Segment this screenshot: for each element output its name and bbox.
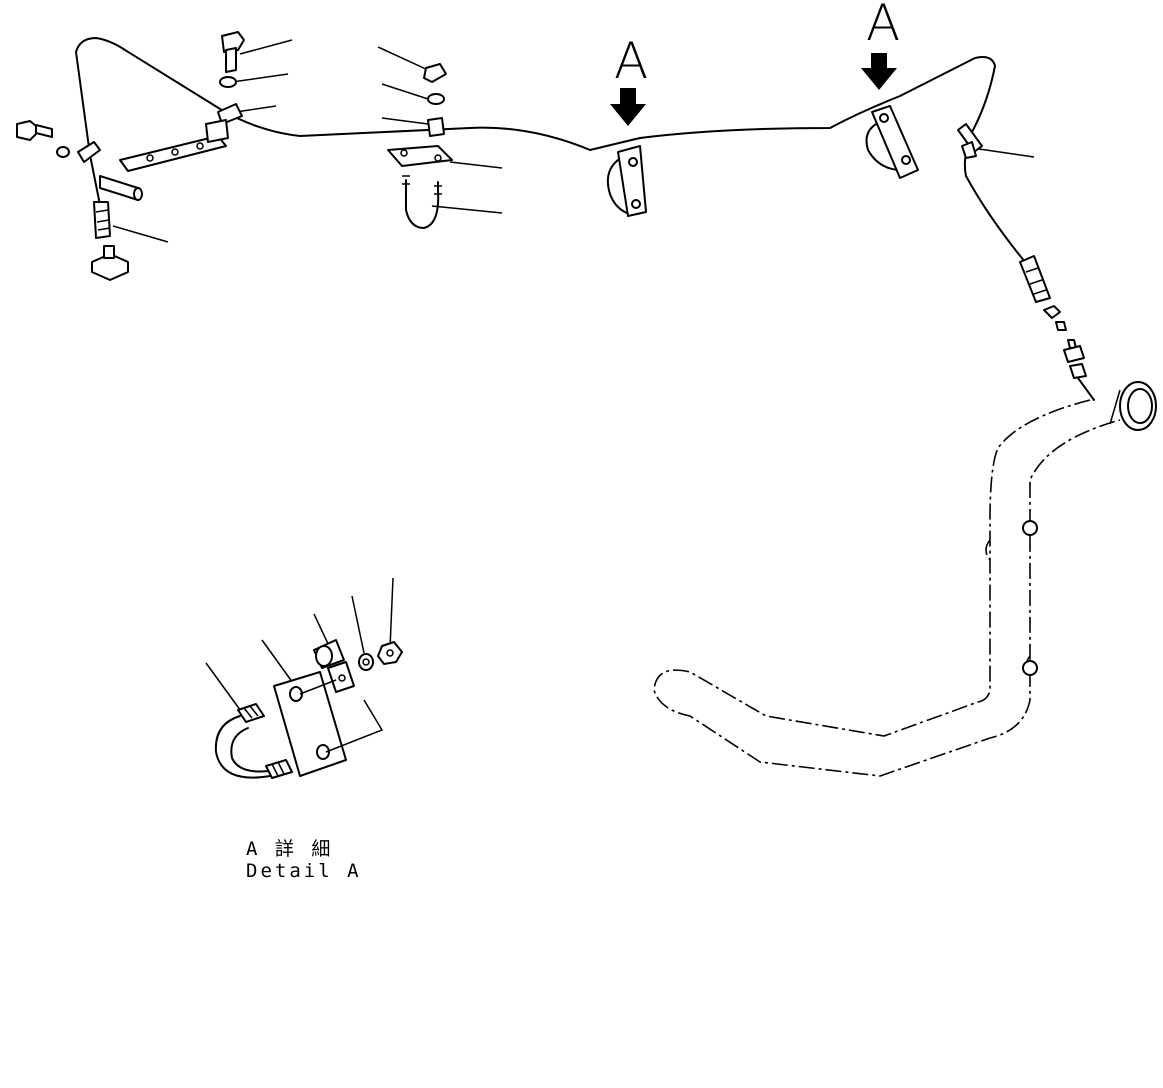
down-arrow-icon xyxy=(610,88,646,126)
view-marker-label: A xyxy=(614,32,648,90)
view-marker-label: A xyxy=(866,0,900,52)
left-fastener-group xyxy=(16,120,227,281)
ubolt-clamp-group xyxy=(387,63,453,229)
view-marker-a-2: A xyxy=(861,0,900,90)
reference-pipe-outline xyxy=(653,381,1157,777)
clamp-assembly-a1 xyxy=(606,145,647,217)
detail-title-jp: A 詳 細 xyxy=(246,838,334,860)
cable-clip-right xyxy=(957,123,983,159)
view-marker-a-1: A xyxy=(610,32,648,126)
right-fitting-stack xyxy=(1019,255,1095,401)
down-arrow-icon xyxy=(861,53,897,90)
detail-a-exploded-view xyxy=(214,639,403,779)
bolt-washer-clamp-group xyxy=(205,31,245,143)
left-cable-drop xyxy=(89,154,101,206)
detail-title-en: Detail A xyxy=(246,860,362,882)
clamp-assembly-a2 xyxy=(865,105,919,179)
